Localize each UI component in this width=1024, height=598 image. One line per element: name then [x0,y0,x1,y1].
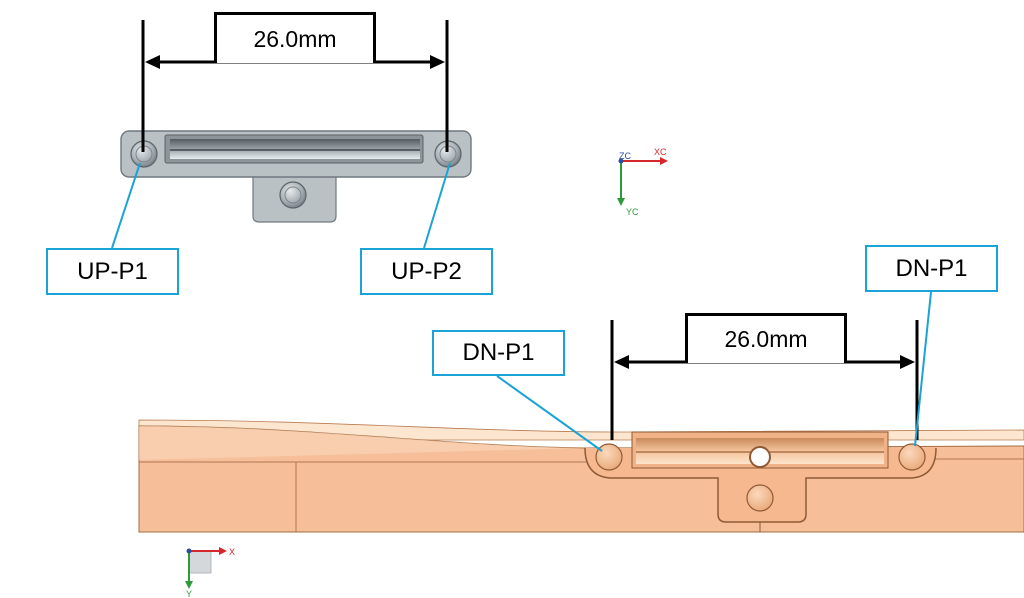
top-arrow-right [430,55,445,69]
callout-dn-p1-right: DN-P1 [865,245,998,292]
top-bracket [120,130,472,223]
top-dimension-label: 26.0mm [214,12,376,63]
triad-top-y-label: YC [626,207,639,217]
leader-up-p1 [111,162,141,249]
pin-center-top [279,181,307,209]
pin-dn-p1-left [595,443,623,471]
bracket-slot-inner [170,139,420,159]
pin-center-bottom [746,484,774,512]
callout-dn-p1-left: DN-P1 [432,330,565,376]
triad-bottom-y-label: Y [186,589,192,598]
triad-bottom [185,547,227,589]
pin-dn-p1-right [898,443,926,471]
pin-center-top-inner [284,186,302,204]
callout-up-p1: UP-P1 [46,248,179,295]
bottom-arrow-left [614,355,629,369]
top-arrow-left [145,55,160,69]
triad-top-z-label: ZC [619,151,631,161]
triad-top-x-arrow [660,157,668,165]
bottom-part [138,419,1024,533]
triad-bottom-x-arrow [219,547,227,555]
bottom-dimension-label: 26.0mm [685,313,847,363]
callout-up-p2: UP-P2 [360,248,493,295]
triad-top [617,157,668,206]
triad-bottom-z-axis [186,548,192,554]
leader-up-p2 [423,162,451,249]
triad-top-y-arrow [617,198,625,206]
top-dimension [141,20,449,152]
leader-dn-p1-left [496,375,603,452]
leader-dn-p1-right [914,291,932,447]
triad-bottom-plane [188,550,212,574]
triad-bottom-y-arrow [185,581,193,589]
part-highlight [139,426,585,460]
part-center-hole [749,446,771,468]
triad-top-z-axis [618,158,624,164]
triad-bottom-x-label: X [229,547,235,557]
triad-top-x-label: XC [654,147,667,157]
bottom-arrow-right [900,355,915,369]
